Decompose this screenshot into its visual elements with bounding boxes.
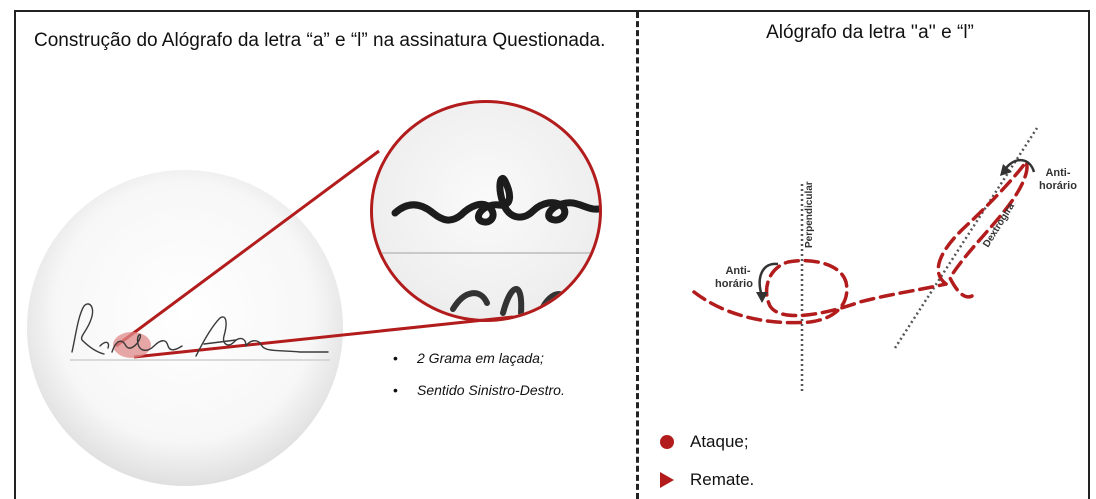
legend-label: Ataque; bbox=[690, 432, 749, 451]
zoom-connector-lower-line bbox=[133, 315, 514, 359]
legend-item-ataque: Ataque; bbox=[660, 423, 754, 461]
allograph-a-stroke bbox=[692, 258, 948, 325]
anti-horario-right-label-line2: horário bbox=[1039, 180, 1077, 192]
perpendicular-label: Perpendicular bbox=[804, 181, 815, 248]
allograph-l-stroke bbox=[936, 158, 1029, 299]
left-panel-title: Construção do Alógrafo da letra “a” e “l… bbox=[34, 30, 606, 51]
legend: Ataque; Remate. bbox=[660, 423, 754, 499]
anti-clockwise-arrow-right bbox=[1005, 159, 1036, 173]
anti-clockwise-arrowhead-left bbox=[756, 292, 768, 303]
bullet-icon: • bbox=[393, 350, 398, 366]
zoom-detail-circle bbox=[370, 100, 602, 322]
anti-horario-right-label-line1: Anti- bbox=[1045, 167, 1070, 179]
zoomed-signature-image bbox=[373, 175, 599, 319]
right-panel-title: Alógrafo da letra ''a'' e “l” bbox=[766, 22, 974, 43]
anti-horario-left-label-line1: Anti- bbox=[725, 265, 750, 277]
list-item-text: 2 Grama em laçada; bbox=[417, 350, 544, 366]
signature-highlight bbox=[113, 332, 151, 358]
triangle-icon bbox=[660, 472, 674, 488]
list-item: • Sentido Sinistro-Destro. bbox=[393, 374, 565, 406]
anti-clockwise-arrow-left bbox=[758, 262, 779, 297]
bullet-icon: • bbox=[393, 382, 398, 398]
circle-icon bbox=[660, 435, 674, 449]
panel-divider bbox=[636, 12, 639, 499]
dextrogira-label: Dextrogira bbox=[981, 201, 1017, 250]
dextrogira-axis bbox=[893, 127, 1039, 349]
zoom-connector-upper-line bbox=[115, 149, 380, 348]
anti-clockwise-arrowhead-right bbox=[1000, 164, 1012, 176]
legend-item-remate: Remate. bbox=[660, 461, 754, 499]
list-item: • 2 Grama em laçada; bbox=[393, 342, 565, 374]
anti-horario-left-label-line2: horário bbox=[715, 278, 753, 290]
list-item-text: Sentido Sinistro-Destro. bbox=[417, 382, 565, 398]
characteristics-list: • 2 Grama em laçada; • Sentido Sinistro-… bbox=[393, 342, 565, 406]
legend-label: Remate. bbox=[690, 470, 755, 489]
questioned-signature bbox=[71, 303, 329, 357]
magnifier-background-circle bbox=[27, 170, 343, 486]
